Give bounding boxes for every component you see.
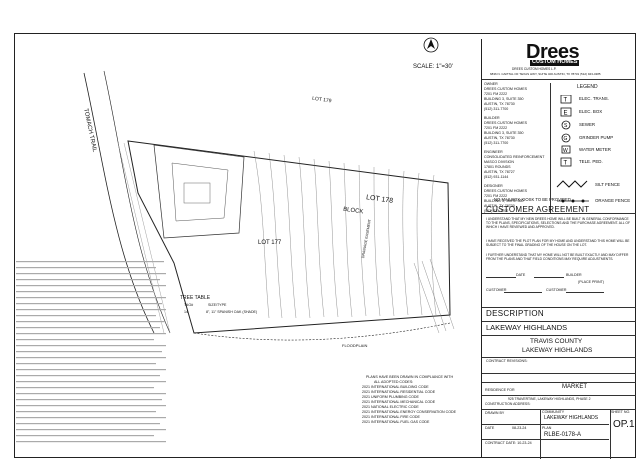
legend-item: WATER METER bbox=[579, 147, 611, 152]
legend-item: ELEC. TRANS. bbox=[579, 96, 609, 101]
brand-sub: CUSTOM HOMES bbox=[530, 59, 580, 66]
tree-table-col-size: SIZE/TYPE bbox=[208, 303, 227, 307]
contact-line: DREES CUSTOM HOMES bbox=[484, 87, 528, 91]
tree-table-col-tag: TAG# bbox=[184, 303, 194, 307]
code-line: 2021 UNIFORM PLUMBING CODE bbox=[362, 395, 419, 399]
contact-role: OWNER bbox=[484, 82, 498, 86]
svg-text:T: T bbox=[564, 161, 568, 167]
agreement-p3: I FURTHER UNDERSTAND THAT MY HOME WILL N… bbox=[486, 253, 629, 262]
contact-line: (512) 931-1144 bbox=[484, 175, 509, 179]
plan-label: PLAN bbox=[542, 426, 552, 430]
agreement-p1: I UNDERSTAND THAT MY NEW DREES HOME WILL… bbox=[486, 217, 630, 230]
code-line: 2021 INTERNATIONAL BUILDING CODE bbox=[362, 385, 429, 389]
plan-value: RLBE-0178-A bbox=[544, 432, 582, 438]
legend-title: LEGEND bbox=[577, 84, 598, 90]
contact-line: (512) 311-7700 bbox=[484, 141, 509, 145]
agreement-title: CUSTOMER AGREEMENT bbox=[486, 205, 590, 214]
code-line: 2021 INTERNATIONAL FUEL GAS CODE bbox=[362, 420, 430, 424]
svg-text:E: E bbox=[564, 111, 568, 117]
contact-line: 7201 FM 2222 bbox=[484, 92, 508, 96]
legend-item: GRINDER PUMP bbox=[579, 135, 614, 140]
contact-line: CONSOLIDATED REINFORCEMENT bbox=[484, 155, 545, 159]
brand-logo: Drees bbox=[526, 41, 580, 63]
contact-line: AUSTIN, TX 78730 bbox=[484, 204, 515, 208]
community-label: COMMUNITY bbox=[542, 410, 565, 414]
date-value: 08-23-24 bbox=[512, 426, 527, 430]
code-line: PLANS HAVE BEEN DRAWN IN COMPLIANCE WITH bbox=[366, 375, 454, 379]
brand-address: 6836 N. CAPITAL OF TEXAS HWY, SUITE 400 … bbox=[490, 72, 601, 76]
legend-line-symbols bbox=[556, 180, 589, 203]
contact-line: DREES CUSTOM HOMES bbox=[484, 189, 528, 193]
date-label: DATE bbox=[485, 426, 495, 430]
legend-item: SEWER bbox=[579, 122, 596, 127]
description-county: TRAVIS COUNTY bbox=[530, 338, 583, 345]
contact-line: 7201 FM 2222 bbox=[484, 194, 508, 198]
contact-line: 7201 FM 2222 bbox=[484, 126, 508, 130]
site-plan-drawing bbox=[16, 37, 455, 443]
title-block: Drees CUSTOM HOMES DREES CUSTOM HOMES L.… bbox=[481, 39, 637, 459]
description-city: LAKEWAY HIGHLANDS bbox=[522, 347, 593, 354]
agreement-p2: I HAVE RECEIVED THE PLOT PLAN FOR MY HOM… bbox=[486, 239, 630, 248]
tree-table-size: 8", 11" SPANISH OAK (SHADE) bbox=[206, 310, 258, 314]
floodplain-label: FLOODPLAIN bbox=[342, 343, 368, 348]
sheet-label: SHEET NO. bbox=[611, 410, 631, 414]
contact-role: DESIGNER bbox=[484, 184, 503, 188]
contact-role: BUILDER bbox=[484, 116, 500, 120]
contact-line: BUILDING 3, SUITE 350 bbox=[484, 97, 524, 101]
construction-address: 925 TRAVERTINE, LAKEWAY HIGHLANDS, PHASE… bbox=[508, 397, 591, 401]
scale-label: SCALE: 1"=30' bbox=[413, 64, 453, 70]
agreement-customer: CUSTOMER bbox=[486, 288, 507, 292]
contact-line: 17801 ROUNDS bbox=[484, 165, 511, 169]
code-line: 2021 INTERNATIONAL ENERGY CONSERVATION C… bbox=[362, 410, 456, 414]
contact-line: AUSTIN, TX 78730 bbox=[484, 136, 515, 140]
sheet-number: OP.1 bbox=[613, 419, 635, 430]
legend-item: TELE. PED. bbox=[579, 159, 603, 164]
legend-item: ELEC. BOX bbox=[579, 109, 603, 114]
legend: LEGEND T E S G W T ELEC. TRANS. ELEC. BO… bbox=[550, 83, 637, 213]
svg-text:S: S bbox=[564, 123, 568, 129]
legend-silt-fence: SILT FENCE bbox=[595, 182, 620, 187]
code-line: 2021 NATIONAL ELECTRIC CODE bbox=[362, 405, 419, 409]
contract-revisions: CONTRACT REVISIONS: bbox=[486, 359, 528, 363]
lot-177-label: LOT 177 bbox=[258, 240, 282, 246]
code-line: 2021 INTERNATIONAL FIRE CODE bbox=[362, 415, 420, 419]
contact-line: (512) 311-7700 bbox=[484, 107, 509, 111]
tree-table-tag: 14 bbox=[184, 310, 188, 314]
drawn-by-label: DRAWN BY bbox=[485, 411, 505, 415]
contact-line: DREES CUSTOM HOMES bbox=[484, 121, 528, 125]
mailbox-note: NO MAILBOX-KIOSK TO BE PROVIDED bbox=[494, 197, 571, 202]
residence-value: MARKET bbox=[562, 384, 588, 390]
contact-role: ENGINEER bbox=[484, 150, 503, 154]
agreement-builder: BUILDER bbox=[566, 273, 582, 277]
community-value: LAKEWAY HIGHLANDS bbox=[544, 415, 599, 421]
code-line: 2021 INTERNATIONAL RESIDENTIAL CODE bbox=[362, 390, 436, 394]
contact-line: BUILDING 3, SUITE 350 bbox=[484, 199, 524, 203]
residence-label: RESIDENCE FOR bbox=[485, 388, 515, 392]
contact-line: (512) 311-7700 bbox=[484, 209, 509, 213]
legend-symbols: T E S G W T bbox=[560, 95, 572, 167]
agreement-date: DATE bbox=[516, 273, 526, 277]
contact-line: AUSTIN, TX 78727 bbox=[484, 170, 515, 174]
code-line: 2021 INTERNATIONAL MECHANICAL CODE bbox=[362, 400, 436, 404]
contact-line: AUSTIN, TX 78730 bbox=[484, 102, 515, 106]
contract-date: CONTRACT DATE: 10-23-24 bbox=[485, 441, 532, 445]
legend-orange-fence: ORANGE FENCE bbox=[595, 198, 631, 203]
agreement-place: (PLACE PRINT) bbox=[578, 280, 604, 284]
svg-text:W: W bbox=[563, 148, 568, 154]
description-subdivision: LAKEWAY HIGHLANDS bbox=[486, 323, 568, 332]
brand-tagline: DREES CUSTOM HOMES L.P. bbox=[512, 67, 557, 71]
agreement-customer-2: CUSTOMER bbox=[546, 288, 567, 292]
code-line: ALL ADOPTED CODES: bbox=[374, 380, 414, 384]
svg-text:T: T bbox=[564, 98, 568, 104]
tree-table-title: TREE TABLE bbox=[180, 295, 211, 301]
description-title: DESCRIPTION bbox=[486, 309, 544, 318]
construction-label: CONSTRUCTION ADDRESS: bbox=[485, 402, 531, 406]
svg-text:G: G bbox=[564, 136, 568, 142]
tree-table: TREE TABLE TAG# SIZE/TYPE 14 8", 11" SPA… bbox=[170, 296, 330, 318]
contact-line: MASCO DIVISION bbox=[484, 160, 514, 164]
drawing-sheet bbox=[14, 33, 636, 458]
contact-line: BUILDING 3, SUITE 350 bbox=[484, 131, 524, 135]
